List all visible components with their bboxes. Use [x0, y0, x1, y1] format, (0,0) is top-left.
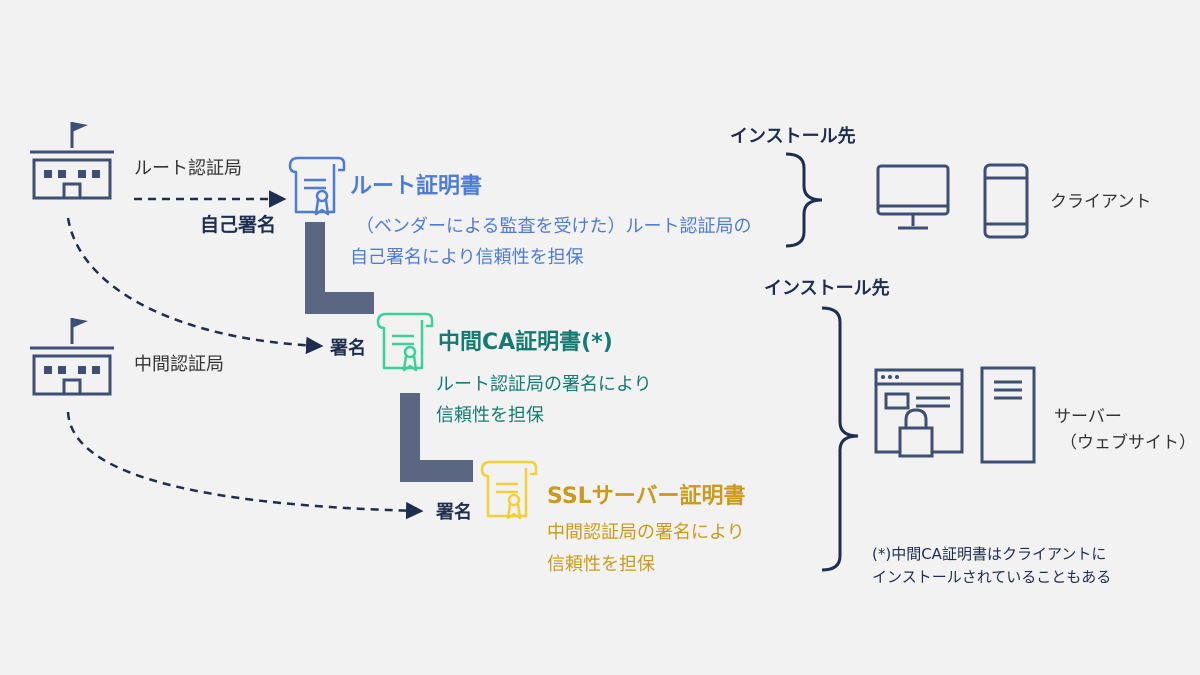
- root-cert-title: ルート証明書: [350, 174, 483, 199]
- footnote-line1: (*)中間CA証明書はクライアントに: [872, 545, 1107, 563]
- root-cert-desc-line1: （ベンダーによる監査を受けた）ルート認証局の: [356, 216, 752, 237]
- root-to-intermediate-cert-arrow: [66, 217, 324, 355]
- issuance-arrows: [66, 190, 424, 520]
- intermediate-ca-label: 中間認証局: [134, 354, 224, 375]
- server-tower-icon: [980, 366, 1036, 464]
- intermediate-cert-desc-line1: ルート認証局の署名により: [436, 374, 652, 395]
- intermediate-to-ssl-cert-arrow: [66, 411, 424, 520]
- root-cert-desc-line2: 自己署名により信頼性を担保: [350, 247, 584, 268]
- root-to-intermediate-connector: [305, 222, 374, 314]
- server-install-brace: [821, 306, 859, 572]
- intermediate-to-ssl-connector: [400, 393, 473, 482]
- signed-label-ssl: 署名: [436, 502, 472, 523]
- root-ca-label: ルート認証局: [134, 158, 242, 179]
- signed-label-intermediate: 署名: [330, 338, 366, 359]
- intermediate-cert-title: 中間CA証明書(*): [438, 330, 613, 355]
- ssl-cert-title: SSLサーバー証明書: [547, 484, 746, 509]
- smartphone-icon: [983, 163, 1029, 239]
- self-signed-label: 自己署名: [200, 214, 277, 236]
- root-certificate-icon: [288, 156, 346, 216]
- server-label-line1: サーバー: [1054, 407, 1122, 427]
- intermediate-cert-desc-line2: 信頼性を担保: [436, 405, 544, 426]
- client-install-brace: [785, 152, 823, 248]
- footnote-line2: インストールされていることもある: [872, 568, 1112, 586]
- intermediate-ca-building-icon: [30, 318, 114, 396]
- secure-webpage-icon: [874, 368, 964, 458]
- ssl-cert-desc-line1: 中間認証局の署名により: [547, 522, 745, 543]
- monitor-icon: [876, 164, 950, 230]
- server-install-heading: インストール先: [764, 278, 890, 299]
- intermediate-certificate-icon: [376, 312, 434, 372]
- ssl-certificate-icon: [480, 460, 538, 520]
- root-ca-building-icon: [30, 122, 114, 200]
- server-label-line2: （ウェブサイト）: [1060, 433, 1196, 453]
- client-install-heading: インストール先: [730, 126, 856, 147]
- client-label: クライアント: [1050, 192, 1152, 212]
- ssl-cert-desc-line2: 信頼性を担保: [547, 554, 655, 575]
